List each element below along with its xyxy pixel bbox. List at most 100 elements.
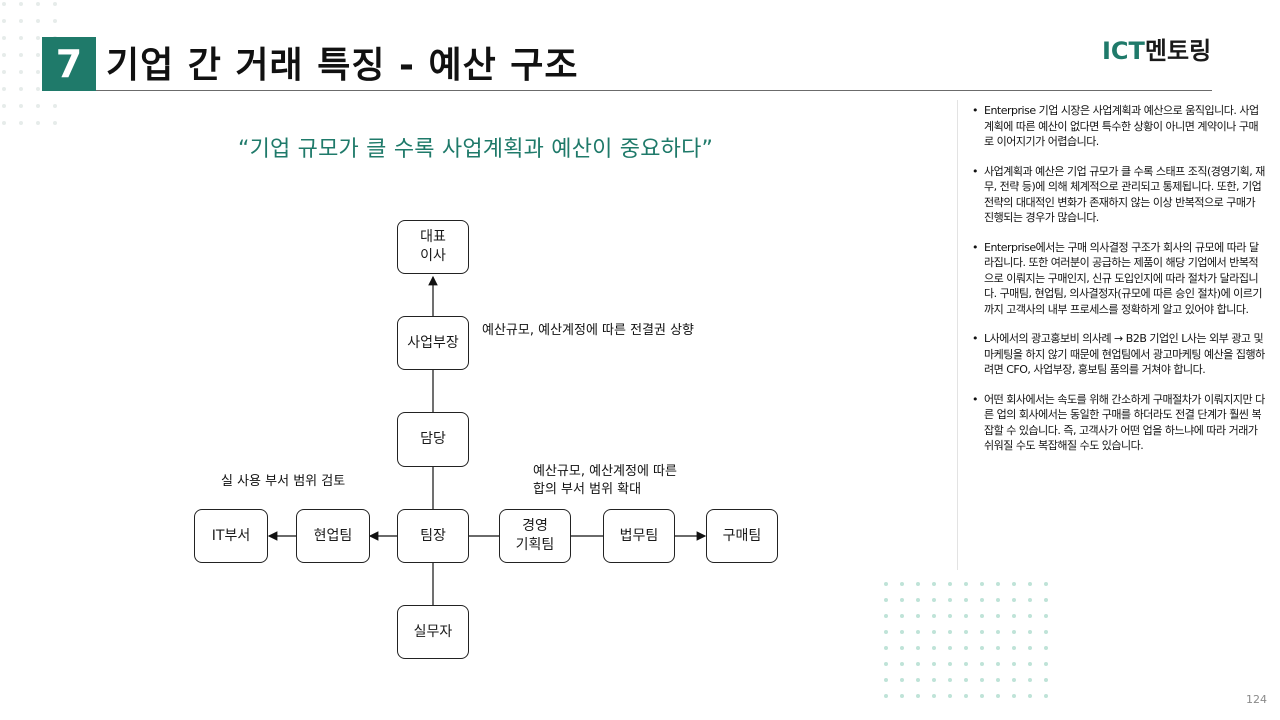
decorative-dot [996,662,1000,666]
decorative-dot [1044,630,1048,634]
decorative-dot [1044,582,1048,586]
decorative-dot [964,678,968,682]
decorative-dot [2,36,6,40]
decorative-dot [916,646,920,650]
decorative-dot [884,646,888,650]
decorative-dot [900,646,904,650]
decorative-dot [996,678,1000,682]
decorative-dot [980,646,984,650]
decorative-dot [36,53,40,57]
node-staff: 실무자 [397,605,469,659]
decorative-dot [996,598,1000,602]
decorative-dot [1028,662,1032,666]
decorative-dot [948,598,952,602]
decorative-dot [948,582,952,586]
decorative-dot [36,121,40,125]
decorative-dot [2,19,6,23]
decorative-dot [1012,614,1016,618]
decorative-dot [2,53,6,57]
decorative-dot [1044,646,1048,650]
decorative-dot [964,662,968,666]
decorative-dot [1012,646,1016,650]
node-it-dept: IT부서 [194,509,268,563]
logo-ict-text: ICT [1102,37,1145,65]
decorative-dot [884,694,888,698]
decorative-dot [1028,630,1032,634]
decorative-dot [1044,694,1048,698]
node-legal-team: 법무팀 [603,509,675,563]
decorative-dot [900,582,904,586]
annotation-review-scope: 실 사용 부서 범위 검토 [221,474,346,489]
decorative-dot [932,614,936,618]
decorative-dot [53,19,57,23]
decorative-dot [19,70,23,74]
decorative-dot [900,598,904,602]
decorative-dot [19,121,23,125]
decorative-dot [900,630,904,634]
decorative-dot [996,646,1000,650]
decorative-dot [932,662,936,666]
node-manager: 담당 [397,412,469,467]
node-team-lead: 팀장 [397,509,469,563]
decorative-dot [1028,678,1032,682]
decorative-dot [964,646,968,650]
decorative-dot [19,104,23,108]
decorative-dot [2,87,6,91]
notes-list: Enterprise 기업 시장은 사업계획과 예산으로 움직입니다. 사업계획… [970,103,1265,468]
decorative-dot [1044,678,1048,682]
decorative-dot [2,121,6,125]
decorative-dot [948,694,952,698]
decorative-dot [1012,678,1016,682]
decorative-dot [964,630,968,634]
decorative-dot [19,36,23,40]
org-diagram-connectors [267,275,707,605]
decorative-dot [980,630,984,634]
decorative-dot [964,582,968,586]
key-quote: “기업 규모가 클 수록 사업계획과 예산이 중요하다” [238,137,714,162]
decorative-dot [916,662,920,666]
decorative-dot [1028,614,1032,618]
logo-mentoring-text: 멘토링 [1144,37,1212,65]
decorative-dot [1044,662,1048,666]
decorative-dot [1012,582,1016,586]
decorative-dot [932,646,936,650]
decorative-dot [948,646,952,650]
decorative-dot [1028,646,1032,650]
note-item: Enterprise 기업 시장은 사업계획과 예산으로 움직입니다. 사업계획… [970,103,1265,150]
decorative-dot [1044,598,1048,602]
title-underline [96,90,1212,91]
section-number-badge: 7 [42,37,96,91]
note-item: 사업계획과 예산은 기업 규모가 클 수록 스태프 조직(경영기획, 재무, 전… [970,164,1265,226]
decorative-dot [19,2,23,6]
annotation-approval-authority: 예산규모, 예산계정에 따른 전결권 상향 [482,323,695,338]
slide-title: 기업 간 거래 특징 - 예산 구조 [106,45,579,86]
decorative-dot [980,582,984,586]
decorative-dot [932,678,936,682]
decorative-dot [996,582,1000,586]
decorative-dot [980,694,984,698]
decorative-dot [1012,630,1016,634]
decorative-dot [1012,694,1016,698]
decorative-dot [980,598,984,602]
decorative-dot [916,678,920,682]
page-number: 124 [1246,693,1267,706]
decorative-dot [884,662,888,666]
decorative-dot [948,614,952,618]
decorative-dot [948,662,952,666]
brand-logo: ICT멘토링 [1102,31,1211,66]
annotation-expand-scope: 예산규모, 예산계정에 따른 합의 부서 범위 확대 [533,464,677,497]
node-division-head: 사업부장 [397,316,469,370]
decorative-dot [964,694,968,698]
decorative-dot [916,694,920,698]
note-item: L사에서의 광고홍보비 의사례 → B2B 기업인 L사는 외부 광고 및 마케… [970,331,1265,378]
decorative-dot [1012,662,1016,666]
decorative-dot [916,630,920,634]
decorative-dot [1028,582,1032,586]
decorative-dot [916,614,920,618]
decorative-dot [19,19,23,23]
decorative-dot [1028,598,1032,602]
decorative-dot [916,598,920,602]
decorative-dot [932,582,936,586]
decorative-dot [996,630,1000,634]
decorative-dot [980,614,984,618]
